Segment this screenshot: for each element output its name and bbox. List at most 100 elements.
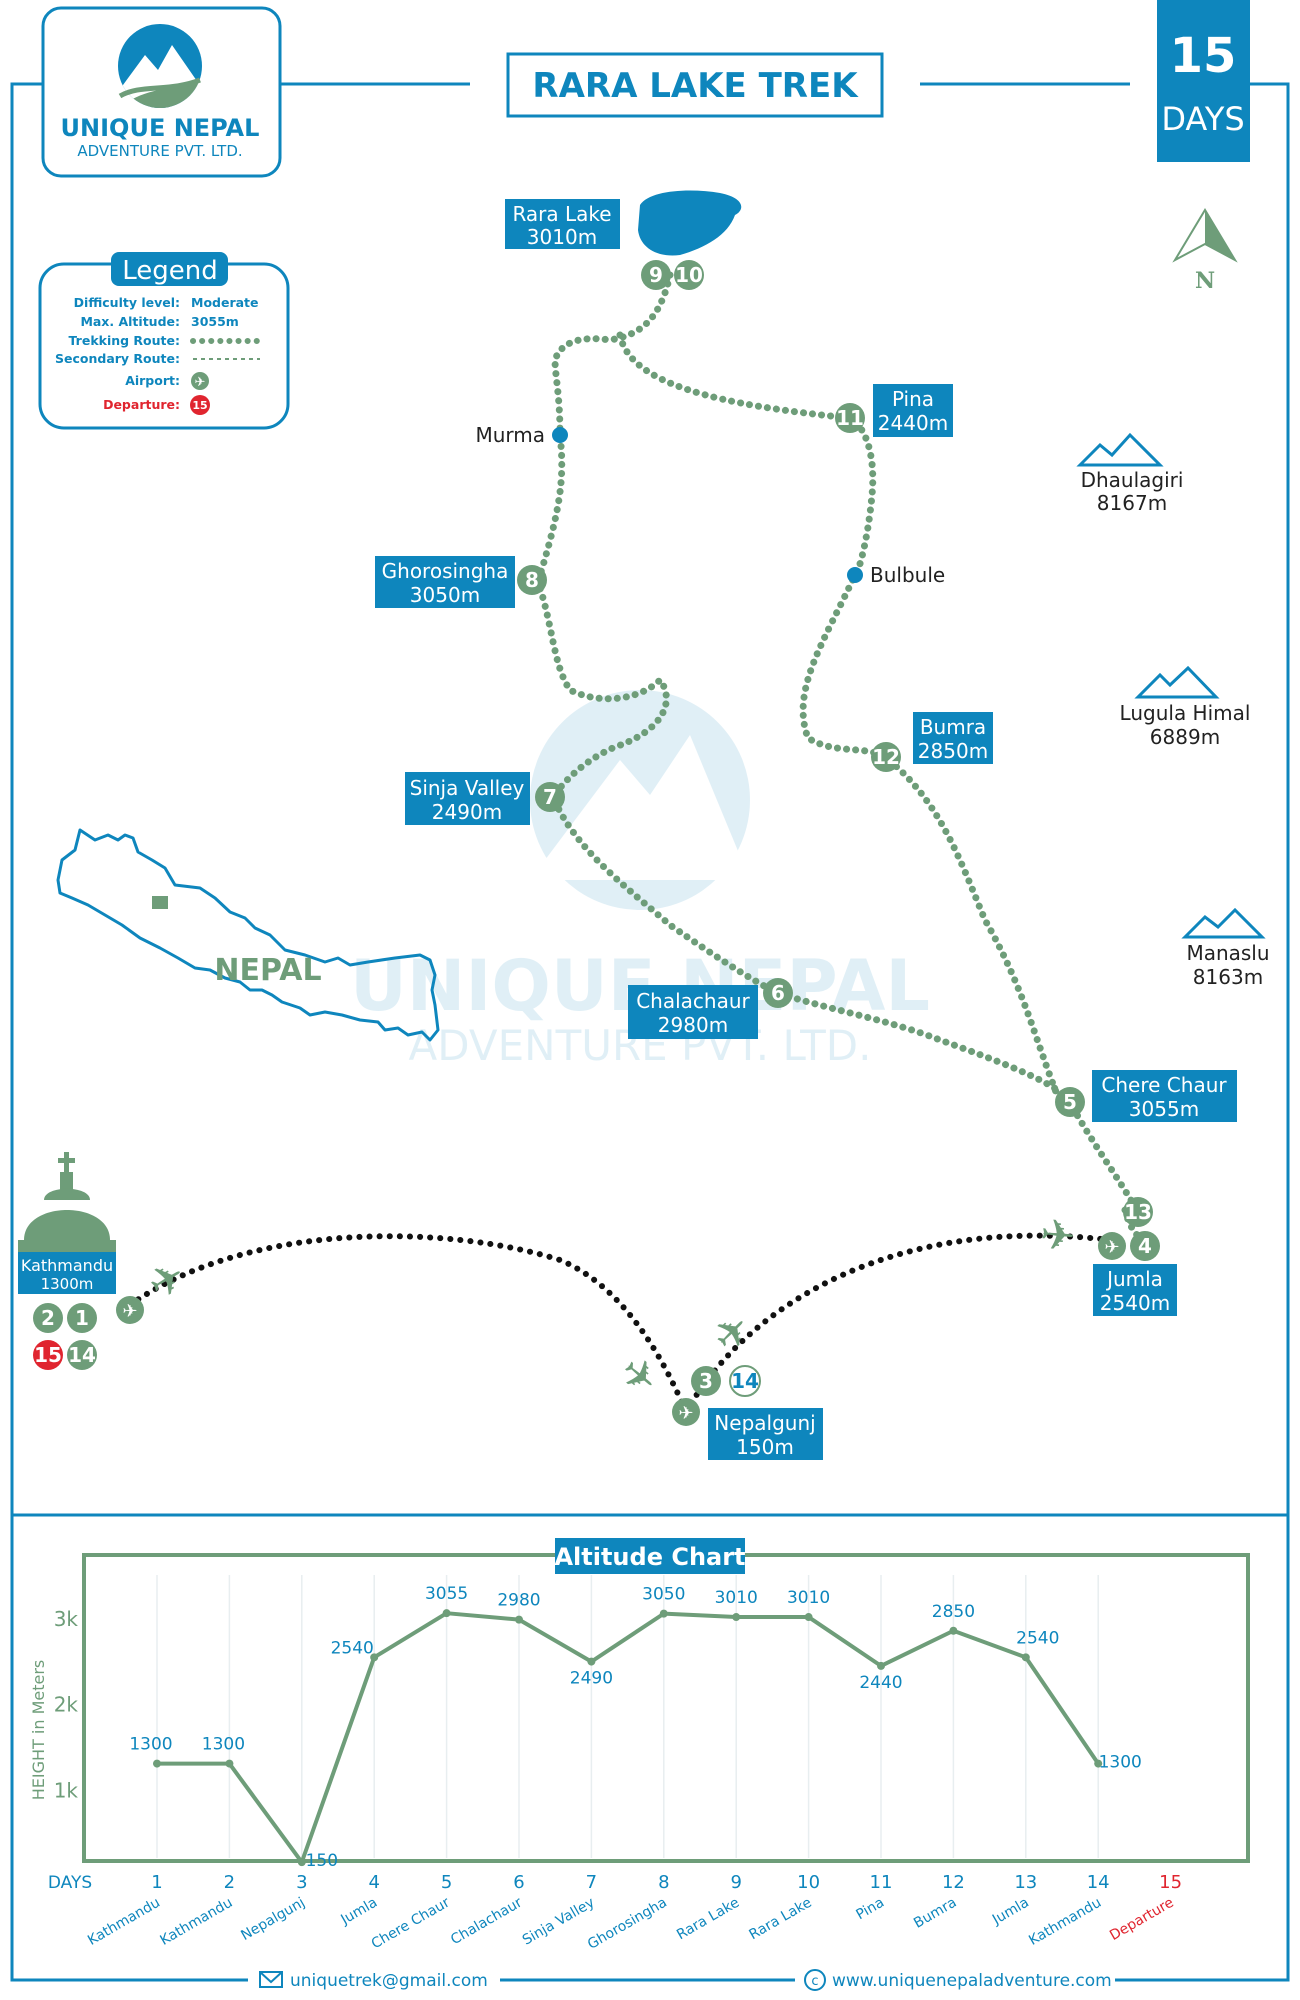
day-marker bbox=[641, 260, 671, 290]
svg-text:✈: ✈ bbox=[678, 1403, 693, 1424]
email-icon bbox=[259, 1971, 283, 1988]
chart-point bbox=[370, 1653, 379, 1662]
murma-label: Murma bbox=[475, 423, 545, 447]
footer-email[interactable]: uniquetrek@gmail.com bbox=[290, 1971, 488, 1991]
chart-x-label: DAYS bbox=[48, 1873, 92, 1893]
chalachaur-alt: 2980m bbox=[658, 1013, 728, 1037]
chart-y-tick-label: 1k bbox=[54, 1778, 79, 1802]
day-marker bbox=[517, 565, 547, 595]
lugula-himal-name: Lugula Himal bbox=[1120, 701, 1251, 725]
chart-day-label: 3 bbox=[296, 1872, 307, 1893]
chart-day-label: 14 bbox=[1087, 1872, 1110, 1893]
day-marker bbox=[674, 260, 704, 290]
day-marker bbox=[33, 1303, 63, 1333]
departure-marker bbox=[33, 1340, 63, 1370]
pina-name: Pina bbox=[892, 387, 934, 411]
jumla-alt: 2540m bbox=[1100, 1291, 1170, 1315]
manaslu-mountain-icon: Manaslu 8163m bbox=[1181, 907, 1270, 989]
ghorosingha-alt: 3050m bbox=[410, 583, 480, 607]
chart-y-tick-label: 2k bbox=[54, 1693, 79, 1717]
chart-data-label: 1300 bbox=[1099, 1753, 1142, 1773]
legend-departure-marker bbox=[190, 395, 210, 415]
copyright-icon bbox=[804, 1969, 826, 1991]
bumra-name: Bumra bbox=[920, 715, 986, 739]
chart-point bbox=[297, 1858, 306, 1867]
murma-stop-marker bbox=[552, 427, 568, 443]
day-marker-number: 2 bbox=[41, 1306, 55, 1330]
company-logo: UNIQUE NEPAL ADVENTURE PVT. LTD. bbox=[41, 6, 282, 178]
chart-day-label: 15 bbox=[1159, 1872, 1182, 1893]
chart-day-label: 11 bbox=[870, 1872, 893, 1893]
chere-chaur-alt: 3055m bbox=[1129, 1097, 1199, 1121]
day-marker bbox=[1123, 1197, 1153, 1227]
ghorosingha-name: Ghorosingha bbox=[382, 559, 509, 583]
chart-place-label: Nepalgunj bbox=[238, 1895, 307, 1944]
rara-lake-shape bbox=[638, 190, 742, 256]
day-marker bbox=[835, 403, 865, 433]
chart-point bbox=[804, 1613, 813, 1622]
jumla-name: Jumla bbox=[1105, 1267, 1163, 1291]
plane-icon: ✈ ✈ ✈ ✈ bbox=[139, 1209, 1077, 1406]
kathmandu-alt: 1300m bbox=[41, 1275, 94, 1293]
chart-data-label: 3050 bbox=[642, 1585, 685, 1605]
rara-lake-alt: 3010m bbox=[527, 225, 597, 249]
chere-chaur-name: Chere Chaur bbox=[1101, 1073, 1227, 1097]
day-marker bbox=[67, 1340, 97, 1370]
day-marker bbox=[67, 1303, 97, 1333]
lugula-himal-mountain-icon: Lugula Himal 6889m bbox=[1120, 665, 1251, 749]
bumra-alt: 2850m bbox=[918, 739, 988, 763]
chart-day-label: 8 bbox=[658, 1872, 669, 1893]
chart-day-label: 1 bbox=[151, 1872, 162, 1893]
chart-point bbox=[877, 1661, 885, 1670]
compass-north-label: N bbox=[1195, 268, 1215, 294]
chart-y-label: HEIGHT in Meters bbox=[29, 1660, 48, 1801]
legend: Legend Difficulty level: Moderate Max. A… bbox=[38, 252, 290, 430]
chart-day-label: 2 bbox=[224, 1872, 235, 1893]
nepalgunj-name: Nepalgunj bbox=[714, 1411, 815, 1435]
manaslu-alt: 8163m bbox=[1193, 965, 1263, 989]
footer-website[interactable]: www.uniquenepaladventure.com bbox=[832, 1971, 1112, 1991]
day-marker-number: 15 bbox=[34, 1343, 62, 1367]
chart-point bbox=[153, 1759, 161, 1768]
day-marker-number: 5 bbox=[1063, 1090, 1077, 1114]
chart-data-label: 150 bbox=[306, 1851, 338, 1871]
company-name: UNIQUE NEPAL bbox=[61, 114, 260, 142]
svg-text:✈: ✈ bbox=[702, 1303, 762, 1363]
chart-place-label: Rara Lake bbox=[747, 1895, 815, 1944]
chart-data-label: 1300 bbox=[129, 1735, 172, 1755]
kathmandu-label bbox=[18, 1252, 116, 1294]
day-marker-number: 10 bbox=[675, 263, 703, 287]
day-marker-number: 9 bbox=[649, 263, 663, 287]
svg-text:✈: ✈ bbox=[122, 1301, 137, 1322]
day-markers: 9 10 11 8 7 12 6 5 13 4 3 14 2 1 15 14 bbox=[33, 260, 1160, 1397]
lugula-himal-alt: 6889m bbox=[1150, 725, 1220, 749]
chart-point bbox=[949, 1626, 958, 1635]
chart-place-label: Jumla bbox=[337, 1895, 380, 1929]
legend-airport-icon bbox=[191, 372, 209, 390]
chart-day-label: 7 bbox=[586, 1872, 597, 1893]
rara-lake-label bbox=[505, 199, 620, 249]
day-marker-number: 4 bbox=[1138, 1234, 1152, 1258]
chart-place-label: Chalachaur bbox=[448, 1894, 525, 1948]
nepalgunj-label bbox=[708, 1408, 823, 1460]
chart-place-label: Jumla bbox=[989, 1895, 1032, 1929]
sinja-valley-name: Sinja Valley bbox=[410, 776, 525, 800]
day-marker bbox=[871, 742, 901, 772]
day-marker bbox=[691, 1366, 721, 1396]
legend-difficulty-value: Moderate bbox=[191, 295, 259, 310]
day-marker-number: 3 bbox=[699, 1369, 713, 1393]
day-marker-number: 8 bbox=[525, 568, 539, 592]
nepal-outline-map: NEPAL bbox=[56, 828, 440, 1042]
chart-point bbox=[587, 1657, 596, 1666]
duration-number: 15 bbox=[1170, 28, 1237, 84]
chart-data-label: 2540 bbox=[331, 1638, 374, 1658]
chart-day-label: 6 bbox=[513, 1872, 524, 1893]
svg-text:✈: ✈ bbox=[1038, 1209, 1077, 1261]
day-marker-number: 7 bbox=[543, 785, 557, 809]
duration-badge: 15 DAYS bbox=[1157, 0, 1250, 162]
svg-text:✈: ✈ bbox=[195, 375, 206, 390]
svg-text:✈: ✈ bbox=[1104, 1237, 1119, 1258]
chart-point bbox=[442, 1609, 451, 1618]
kathmandu-stupa-icon bbox=[18, 1152, 116, 1252]
